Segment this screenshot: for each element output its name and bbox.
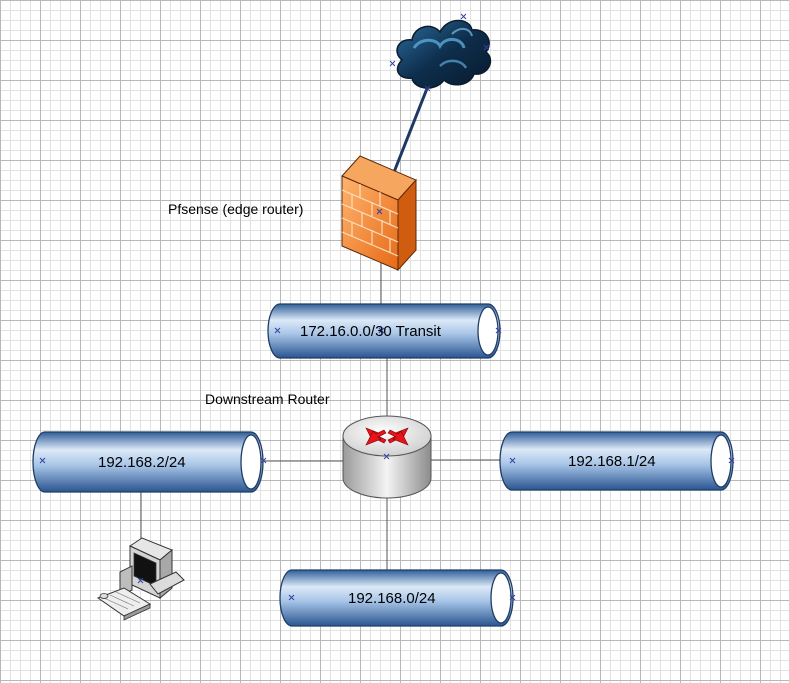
lan1-network-pipe[interactable]	[499, 431, 734, 491]
lan0-network-label: 192.168.0/24	[348, 590, 436, 607]
downstream-router-label: Downstream Router	[205, 391, 330, 407]
lan2-network-pipe[interactable]	[32, 431, 264, 493]
transit-network-label: 172.16.0.0/30 Transit	[300, 323, 442, 340]
lan0-network-pipe[interactable]	[279, 569, 514, 627]
lan1-network-label: 192.168.1/24	[568, 453, 656, 470]
computer-icon[interactable]	[96, 537, 185, 621]
connection-markers	[39, 13, 735, 601]
router-icon[interactable]	[342, 415, 432, 499]
firewall-icon[interactable]	[341, 155, 417, 272]
edge-router-label: Pfsense (edge router)	[168, 201, 303, 217]
cloud-icon[interactable]	[396, 19, 492, 89]
lan2-network-label: 192.168.2/24	[98, 454, 186, 471]
transit-network-pipe[interactable]	[267, 303, 501, 359]
